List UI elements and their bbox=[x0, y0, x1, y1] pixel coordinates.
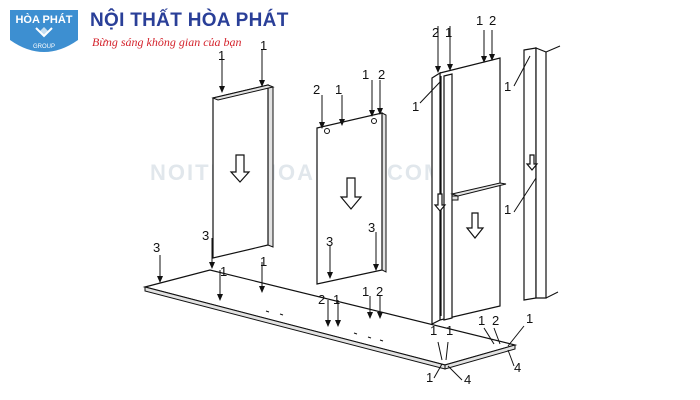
callout-label: 1 bbox=[426, 370, 433, 385]
callout-label: 1 bbox=[220, 264, 227, 279]
callout-label: 1 bbox=[333, 292, 340, 307]
direction-arrow-icon bbox=[433, 193, 447, 212]
callout-label: 2 bbox=[432, 25, 439, 40]
callout-label: 1 bbox=[504, 202, 511, 217]
shelf bbox=[450, 182, 507, 197]
logo-subtext: GROUP bbox=[33, 44, 55, 50]
callout-label: 2 bbox=[378, 67, 385, 82]
callout-label: 3 bbox=[153, 240, 160, 255]
callout-label: 1 bbox=[430, 323, 437, 338]
brand-header: HÒA PHÁT GROUP NỘI THẤT HÒA PHÁT Bừng sá… bbox=[0, 0, 330, 62]
callout-label: 1 bbox=[446, 323, 453, 338]
callout-label: 2 bbox=[489, 13, 496, 28]
brand-slogan: Bừng sáng không gian của bạn bbox=[92, 35, 242, 49]
base-board bbox=[142, 269, 518, 370]
callout-label: 1 bbox=[445, 25, 452, 40]
brand-name: NỘI THẤT HÒA PHÁT bbox=[90, 10, 289, 31]
callout-label: 1 bbox=[335, 82, 342, 97]
direction-arrow-icon bbox=[339, 177, 363, 210]
side-panel-right bbox=[431, 57, 507, 325]
middle-panel bbox=[316, 112, 387, 285]
direction-arrow-icon bbox=[229, 154, 251, 183]
callout-label: 2 bbox=[313, 82, 320, 97]
callout-label: 1 bbox=[476, 13, 483, 28]
callout-label: 3 bbox=[326, 234, 333, 249]
direction-arrow-icon bbox=[465, 212, 485, 239]
callout-label: 1 bbox=[526, 311, 533, 326]
callout-label: 1 bbox=[504, 79, 511, 94]
callout-label: 1 bbox=[362, 67, 369, 82]
callout-label: 2 bbox=[318, 292, 325, 307]
callout-label: 1 bbox=[260, 38, 267, 53]
callout-label: 1 bbox=[362, 284, 369, 299]
callout-label: 3 bbox=[368, 220, 375, 235]
back-rail bbox=[523, 45, 561, 301]
callout-label: 1 bbox=[218, 48, 225, 63]
callout-label: 2 bbox=[376, 284, 383, 299]
callout-label: 1 bbox=[412, 99, 419, 114]
callout-label: 3 bbox=[202, 228, 209, 243]
callout-label: 1 bbox=[478, 313, 485, 328]
callout-label: 2 bbox=[492, 313, 499, 328]
hoa-phat-logo: HÒA PHÁT GROUP bbox=[6, 6, 82, 58]
callout-label: 4 bbox=[464, 372, 471, 387]
callout-label: 4 bbox=[514, 360, 521, 375]
logo-text: HÒA PHÁT bbox=[15, 13, 72, 26]
direction-arrow-icon bbox=[525, 154, 539, 171]
callout-label: 1 bbox=[260, 254, 267, 269]
side-panel-left bbox=[211, 84, 275, 259]
